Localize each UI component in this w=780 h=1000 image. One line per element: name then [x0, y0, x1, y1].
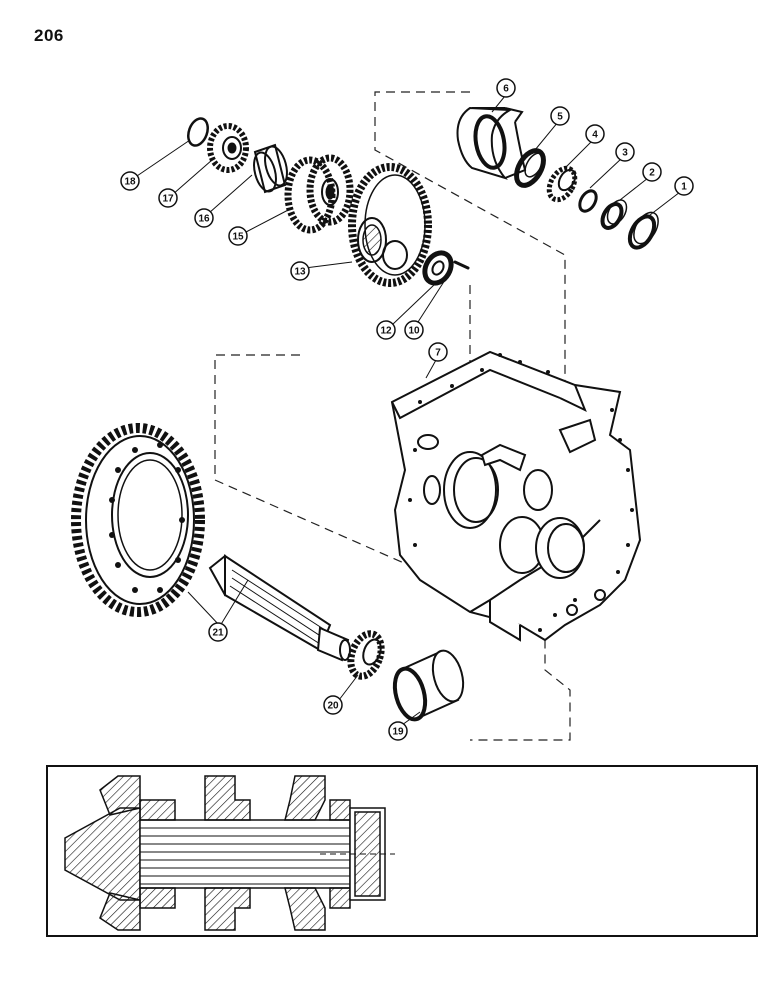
svg-text:10: 10 — [408, 326, 420, 337]
callout-13: 13 — [290, 261, 310, 281]
part-15-cluster-gear — [284, 154, 354, 234]
callout-12: 12 — [376, 320, 396, 340]
callout-3: 3 — [615, 142, 635, 162]
callout-20: 20 — [323, 695, 343, 715]
svg-text:7: 7 — [435, 348, 441, 359]
part-6-bearing-housing — [456, 106, 527, 180]
svg-text:15: 15 — [232, 232, 244, 243]
svg-text:1: 1 — [681, 182, 687, 193]
page-number: 206 — [34, 26, 64, 45]
svg-text:6: 6 — [503, 84, 509, 95]
svg-text:13: 13 — [294, 267, 306, 278]
svg-text:17: 17 — [162, 194, 174, 205]
svg-text:21: 21 — [212, 628, 224, 639]
callout-1: 1 — [674, 176, 694, 196]
part-3-washer — [578, 189, 598, 213]
part-4-bearing-cone — [546, 165, 578, 203]
callout-21: 21 — [208, 622, 228, 642]
part-5-bearing-cup — [514, 148, 546, 188]
svg-text:20: 20 — [327, 701, 339, 712]
callouts: 1 2 3 4 5 6 7 10 12 13 15 16 17 18 19 20… — [120, 78, 694, 741]
part-7-transmission-housing — [390, 350, 642, 642]
callout-4: 4 — [585, 124, 605, 144]
part-17-small-gear — [207, 123, 249, 173]
part-12-ball-bearing — [422, 250, 454, 286]
part-16-bushing — [253, 143, 288, 194]
part-21-ring-gear — [71, 423, 205, 617]
callout-16: 16 — [194, 208, 214, 228]
cross-section-inset — [46, 765, 758, 937]
callout-17: 17 — [158, 188, 178, 208]
part-20-bearing-cone — [347, 630, 385, 680]
callout-18: 18 — [120, 171, 140, 191]
part-2-bearing-cup — [600, 199, 628, 230]
callout-6: 6 — [496, 78, 516, 98]
svg-text:5: 5 — [557, 112, 563, 123]
callout-2: 2 — [642, 162, 662, 182]
svg-text:2: 2 — [649, 168, 655, 179]
part-13-large-gear — [348, 163, 432, 287]
callout-15: 15 — [228, 226, 248, 246]
svg-text:3: 3 — [622, 148, 628, 159]
part-18-snap-ring — [187, 117, 209, 147]
svg-text:12: 12 — [380, 326, 392, 337]
callout-19: 19 — [388, 721, 408, 741]
callout-leader-lines — [133, 95, 681, 726]
svg-text:16: 16 — [198, 214, 210, 225]
svg-text:18: 18 — [124, 177, 136, 188]
svg-text:19: 19 — [392, 727, 404, 738]
callout-5: 5 — [550, 106, 570, 126]
callout-7: 7 — [428, 342, 448, 362]
part-10-pin — [453, 260, 470, 270]
part-19-bearing-cup — [392, 649, 465, 722]
callout-10: 10 — [404, 320, 424, 340]
part-1-seal — [627, 211, 659, 250]
svg-text:4: 4 — [592, 130, 598, 141]
